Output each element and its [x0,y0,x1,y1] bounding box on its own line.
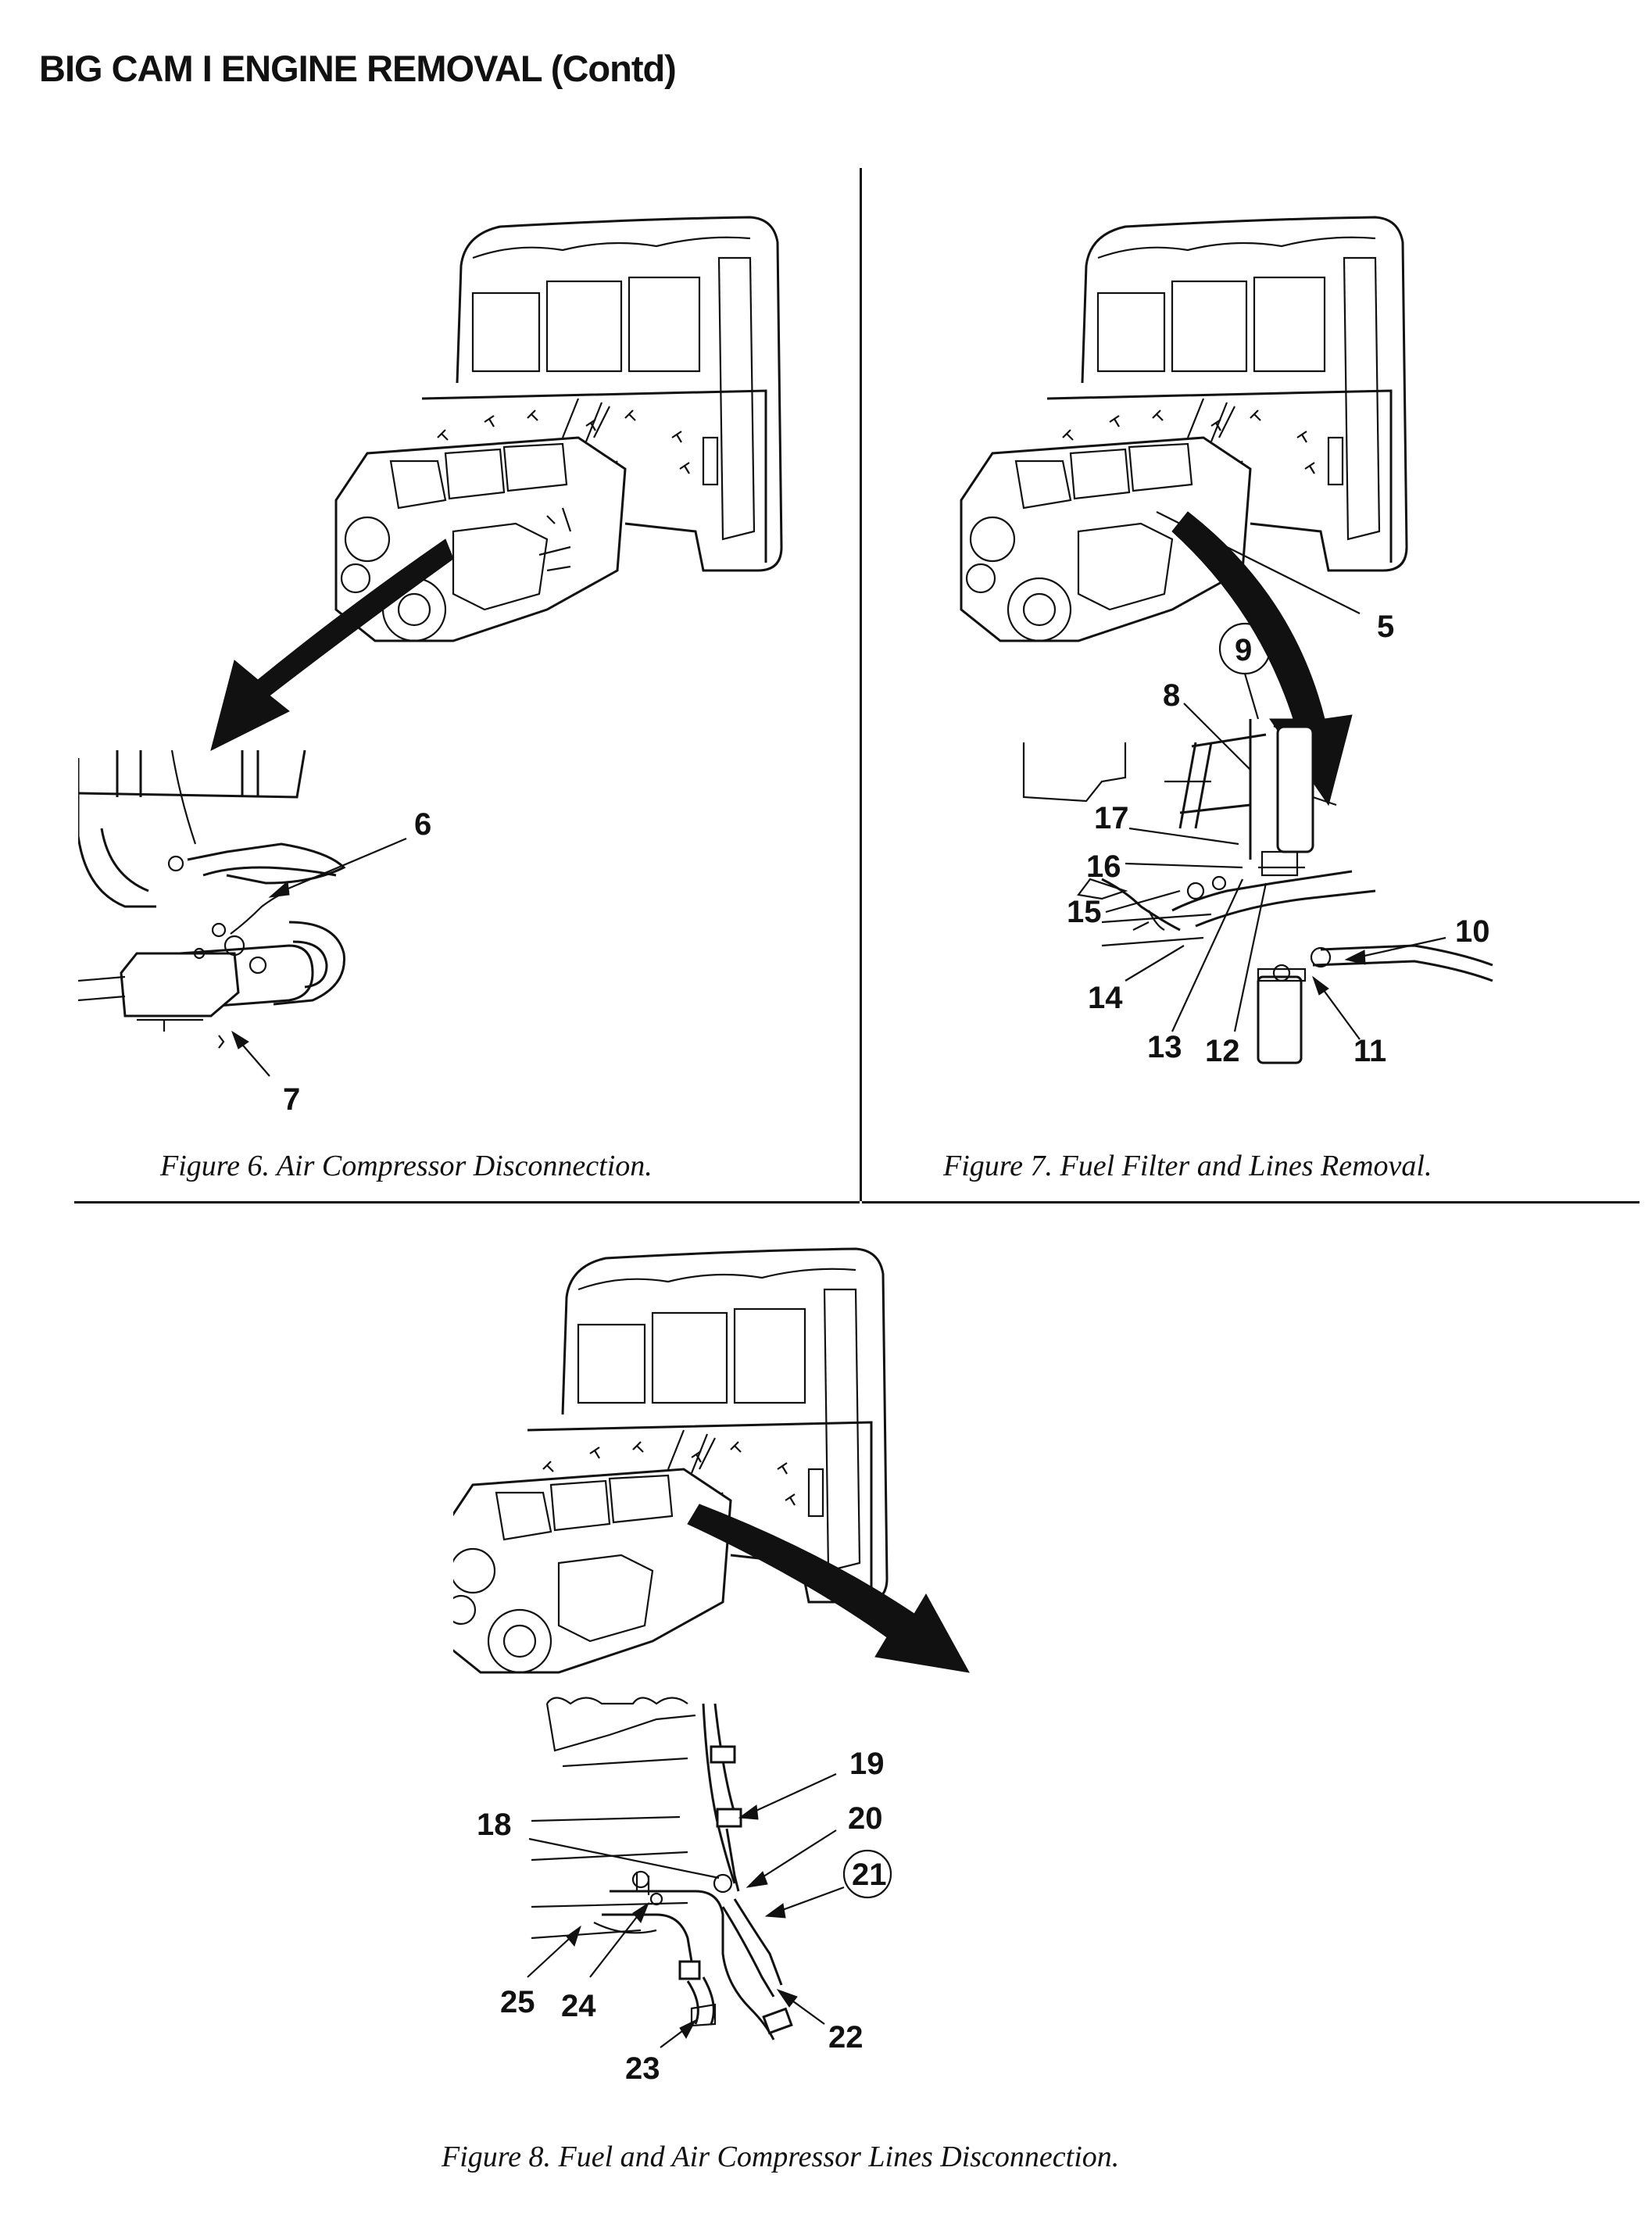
vertical-divider [860,168,862,1201]
page-title: BIG CAM I ENGINE REMOVAL (Contd) [39,48,677,89]
air-compressor-detail [78,749,346,1049]
callout-10: 10 [1455,914,1490,949]
horizontal-divider-right [862,1201,1639,1203]
callout-7: 7 [283,1082,300,1117]
callout-22: 22 [828,2020,864,2055]
callout-5: 5 [1377,610,1394,644]
callout-14: 14 [1088,981,1123,1015]
figure-6-drawing: 6 7 [78,216,783,1117]
callout-6: 6 [414,807,431,842]
horizontal-divider-left [74,1201,860,1203]
callout-11: 11 [1353,1034,1386,1068]
callout-17: 17 [1094,801,1129,835]
callout-20: 20 [848,1801,883,1836]
callout-15: 15 [1067,895,1102,929]
figure-6: 6 7 [78,203,860,1141]
engine-icon [453,1429,732,1674]
figure-7-caption: Figure 7. Fuel Filter and Lines Removal. [943,1150,1432,1182]
callout-23: 23 [625,2051,660,2086]
callout-8: 8 [1163,678,1180,713]
callout-12: 12 [1205,1034,1240,1068]
curved-pointer-arrow-icon [210,538,454,751]
figure-8-drawing: 19 18 20 21 25 24 22 23 [453,1247,970,2086]
engine-icon [960,398,1252,642]
callout-21: 21 [852,1858,887,1892]
curved-pointer-arrow-icon [687,1504,970,1673]
figure-7-drawing: 5 9 [960,216,1493,1068]
callout-25: 25 [500,1985,535,2019]
callout-9: 9 [1235,633,1252,667]
callout-21-circle [842,1849,892,1899]
fuel-filter-detail [1022,719,1493,1064]
callout-13: 13 [1147,1030,1182,1064]
callout-24: 24 [561,1989,596,2023]
figure-7: 5 9 [867,203,1649,1141]
figure-6-caption: Figure 6. Air Compressor Disconnection. [160,1150,653,1182]
figure-8-caption: Figure 8. Fuel and Air Compressor Lines … [442,2141,1120,2173]
callout-6-leader [273,837,407,896]
callout-19: 19 [849,1747,885,1781]
fuel-air-lines-detail [531,1697,793,2040]
truck-cab-icon [1046,216,1408,572]
figure-8: 19 18 20 21 25 24 22 23 [453,1235,1391,2126]
callout-16: 16 [1086,849,1121,884]
callout-18: 18 [477,1808,512,1842]
